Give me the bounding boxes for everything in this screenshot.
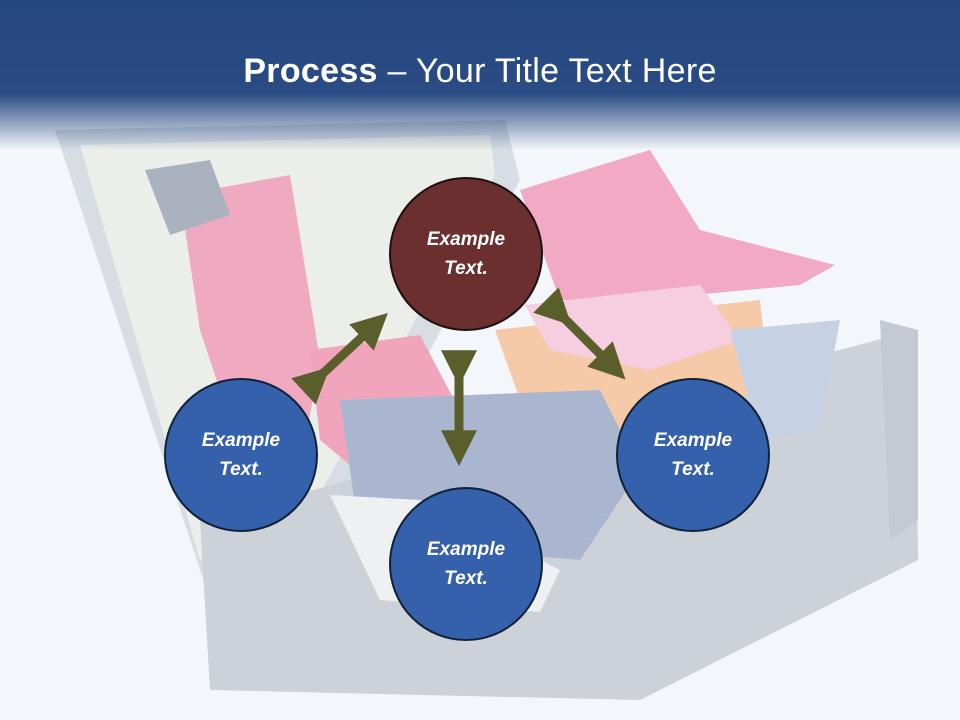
page-title: Process – Your Title Text Here: [0, 52, 960, 91]
node-bottom: Example Text.: [389, 487, 543, 641]
node-left: Example Text.: [164, 378, 318, 532]
node-right: Example Text.: [616, 378, 770, 532]
denim: [730, 320, 840, 440]
arrow-left-top: [291, 312, 388, 405]
node-top: Example Text.: [389, 177, 543, 331]
node-top-label: Example Text.: [426, 229, 506, 279]
node-bottom-label: Example Text.: [426, 539, 506, 589]
title-rest: – Your Title Text Here: [377, 52, 717, 90]
title-bold: Process: [243, 52, 378, 90]
dark-strap: [145, 160, 230, 235]
suitcase-edge: [880, 320, 918, 540]
node-right-label: Example Text.: [653, 430, 733, 480]
arrow-top-right: [533, 287, 626, 380]
title-bar: [0, 0, 960, 150]
pink-hat: [520, 150, 835, 300]
node-left-label: Example Text.: [201, 430, 281, 480]
